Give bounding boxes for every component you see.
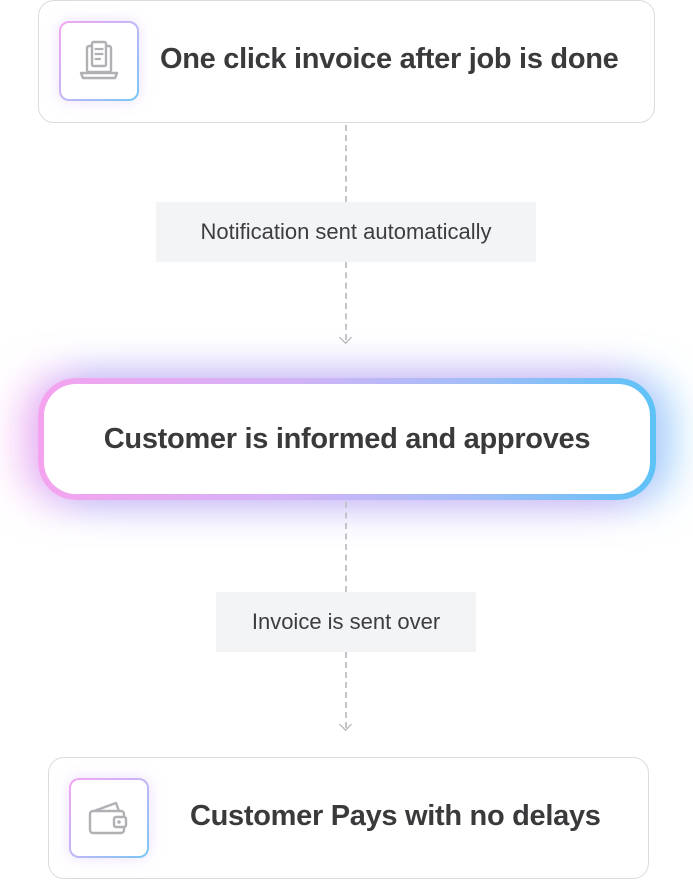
connector-line	[345, 502, 347, 592]
invoice-icon-frame	[59, 21, 139, 101]
step-title: Customer Pays with no delays	[190, 800, 601, 832]
transition-label: Notification sent automatically	[156, 202, 536, 262]
invoice-laptop-icon	[79, 40, 119, 80]
arrow-down-icon	[339, 331, 352, 344]
step-card-payment: Customer Pays with no delays	[48, 757, 649, 879]
transition-label: Invoice is sent over	[216, 592, 476, 652]
arrow-down-icon	[339, 718, 352, 731]
connector-line	[345, 262, 347, 340]
step-card-approval: Customer is informed and approves	[38, 378, 656, 500]
step-card-invoice: One click invoice after job is done	[38, 0, 655, 123]
step-title: One click invoice after job is done	[160, 43, 619, 75]
wallet-icon	[88, 801, 128, 835]
connector-line	[345, 652, 347, 728]
step-title: Customer is informed and approves	[103, 422, 591, 455]
connector-line	[345, 125, 347, 202]
wallet-icon-frame	[69, 778, 149, 858]
